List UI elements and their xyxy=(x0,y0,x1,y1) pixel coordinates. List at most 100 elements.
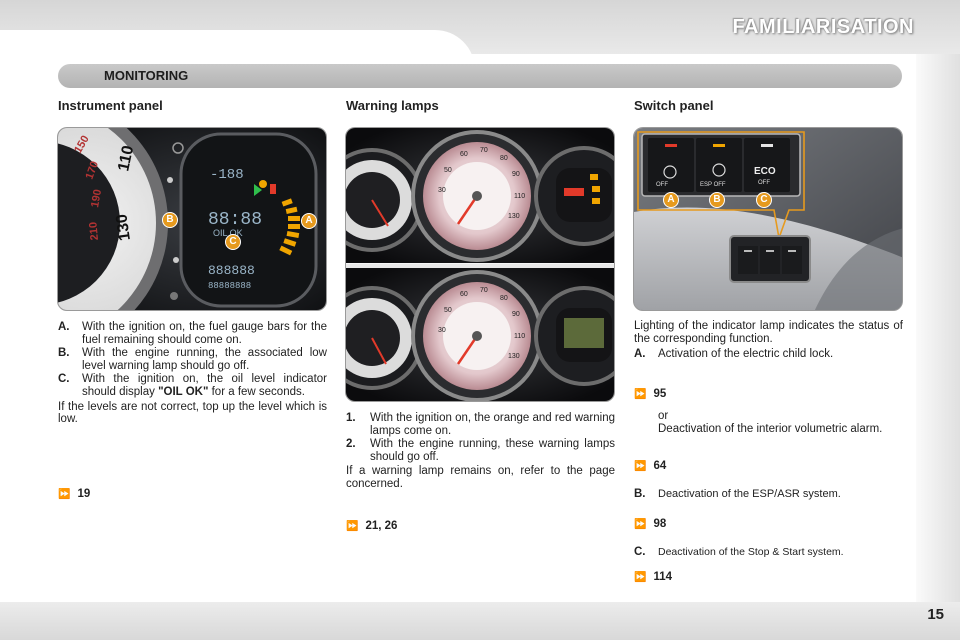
svg-text:888888: 888888 xyxy=(208,263,255,278)
warning-lamps-ref[interactable]: ⏩ 21, 26 xyxy=(346,520,397,532)
switch-panel-photo: OFF ESP OFF ECO OFF A B C xyxy=(633,127,903,311)
svg-text:70: 70 xyxy=(480,147,488,154)
footer-band xyxy=(0,602,960,640)
switch-panel-ref-a[interactable]: ⏩ 95 xyxy=(634,388,666,400)
list-item: A. Activation of the electric child lock… xyxy=(634,348,903,361)
switch-panel-alt-block: or Deactivation of the interior volumetr… xyxy=(658,410,903,435)
list-item: C. Deactivation of the Stop & Start syst… xyxy=(634,546,903,559)
double-arrow-right-icon: ⏩ xyxy=(346,521,359,532)
item-text: With the ignition on, the oil level indi… xyxy=(82,373,327,398)
switch-callout-b-badge: B xyxy=(709,192,725,208)
ref-page: 64 xyxy=(653,460,667,472)
switch-c-eco-label: ECO xyxy=(754,166,776,177)
item-text: With the ignition on, the fuel gauge bar… xyxy=(82,321,327,346)
oil-ok-display: OIL OK xyxy=(213,228,243,238)
double-arrow-right-icon: ⏩ xyxy=(634,461,647,472)
warning-lamps-note: If a warning lamp remains on, refer to t… xyxy=(346,465,615,490)
list-item: C. With the ignition on, the oil level i… xyxy=(58,373,327,398)
item-text: Deactivation of the ESP/ASR system. xyxy=(658,488,841,500)
svg-text:-188: -188 xyxy=(210,167,244,183)
switch-panel-item-b: B. Deactivation of the ESP/ASR system. xyxy=(634,488,903,502)
switch-panel-ref-b[interactable]: ⏩ 98 xyxy=(634,518,666,530)
svg-text:130: 130 xyxy=(113,213,134,242)
switch-b-label: ESP OFF xyxy=(700,182,726,188)
switch-panel-illustration: OFF ESP OFF ECO OFF xyxy=(634,128,902,310)
double-arrow-right-icon: ⏩ xyxy=(634,572,647,583)
svg-text:130: 130 xyxy=(508,353,520,360)
list-item: B. With the engine running, the associat… xyxy=(58,347,327,372)
switch-c-off-label: OFF xyxy=(758,180,770,186)
svg-text:130: 130 xyxy=(508,213,520,220)
svg-text:88:88: 88:88 xyxy=(208,210,262,230)
svg-text:50: 50 xyxy=(444,307,452,314)
switch-callout-c-badge: C xyxy=(756,192,772,208)
switch-a-off-label: OFF xyxy=(656,182,668,188)
switch-panel-intro-block: Lighting of the indicator lamp indicates… xyxy=(634,320,903,362)
ref-page: 95 xyxy=(653,388,667,400)
svg-text:170: 170 xyxy=(84,160,102,181)
instrument-panel-photo: 150 170 190 210 110 130 -188 88:88 88888… xyxy=(57,127,327,311)
svg-text:110: 110 xyxy=(115,144,137,173)
ref-page: 98 xyxy=(653,518,667,530)
page-edge xyxy=(916,54,960,602)
section-title: MONITORING xyxy=(104,68,189,83)
item-text: Activation of the electric child lock. xyxy=(658,348,834,361)
ref-page: 114 xyxy=(653,571,673,583)
instrument-panel-heading: Instrument panel xyxy=(58,98,163,113)
svg-text:110: 110 xyxy=(514,333,525,340)
item-label: 2. xyxy=(346,438,356,451)
double-arrow-right-icon: ⏩ xyxy=(634,389,647,400)
svg-text:80: 80 xyxy=(500,155,508,162)
svg-text:88888888: 88888888 xyxy=(208,281,251,291)
svg-text:30: 30 xyxy=(438,327,446,334)
item-label: 1. xyxy=(346,412,356,424)
instrument-panel-ref[interactable]: ⏩ 19 xyxy=(58,488,90,500)
svg-text:110: 110 xyxy=(514,193,525,200)
ref-page: 19 xyxy=(77,488,91,500)
warning-lamps-photo: 30 50 60 70 80 90 110 130 30 50 60 70 80 90 110 13… xyxy=(345,127,615,402)
svg-text:190: 190 xyxy=(89,188,104,208)
page-title: FAMILIARISATION xyxy=(732,16,914,38)
item-text: With the engine running, these warning l… xyxy=(370,438,615,463)
page-number: 15 xyxy=(927,606,944,623)
section-bar: MONITORING xyxy=(58,64,902,88)
list-item: 2. With the engine running, these warnin… xyxy=(346,438,615,463)
or-text: or xyxy=(658,410,669,422)
svg-text:210: 210 xyxy=(87,221,101,240)
list-item: 1. With the ignition on, the orange and … xyxy=(346,412,615,437)
instrument-panel-list: A. With the ignition on, the fuel gauge … xyxy=(58,321,327,426)
switch-panel-ref-alt[interactable]: ⏩ 64 xyxy=(634,460,666,472)
item-label: A. xyxy=(634,348,646,361)
alt-text: Deactivation of the interior volumetric … xyxy=(658,422,883,435)
double-arrow-right-icon: ⏩ xyxy=(58,489,71,500)
item-text-after: for a few seconds. xyxy=(211,385,305,398)
ref-page: 21, 26 xyxy=(365,520,398,532)
list-item: A. With the ignition on, the fuel gauge … xyxy=(58,321,327,346)
svg-text:90: 90 xyxy=(512,171,520,178)
svg-text:30: 30 xyxy=(438,187,446,194)
double-arrow-right-icon: ⏩ xyxy=(634,519,647,530)
item-label: C. xyxy=(634,546,646,558)
item-label: B. xyxy=(58,347,70,360)
warning-lamps-list: 1. With the ignition on, the orange and … xyxy=(346,412,615,491)
switch-panel-ref-c[interactable]: ⏩ 114 xyxy=(634,571,672,583)
item-text-before: With the ignition on, the oil level indi… xyxy=(82,373,327,398)
svg-text:60: 60 xyxy=(460,291,468,298)
item-label: C. xyxy=(58,373,70,386)
switch-panel-intro: Lighting of the indicator lamp indicates… xyxy=(634,320,903,345)
item-text: Deactivation of the Stop & Start system. xyxy=(658,546,844,558)
switch-panel-heading: Switch panel xyxy=(634,98,714,113)
item-label: A. xyxy=(58,321,70,333)
warning-lamps-heading: Warning lamps xyxy=(346,98,439,113)
item-text: With the engine running, the associated … xyxy=(82,347,327,372)
oil-ok-highlight: "OIL OK" xyxy=(158,385,209,398)
svg-text:50: 50 xyxy=(444,167,452,174)
warning-lamps-illustration: 30 50 60 70 80 90 110 130 30 50 60 70 80 90 110 13… xyxy=(346,128,614,401)
item-label: B. xyxy=(634,488,646,500)
svg-text:80: 80 xyxy=(500,295,508,302)
svg-text:90: 90 xyxy=(512,311,520,318)
header-tab xyxy=(0,30,475,70)
svg-text:60: 60 xyxy=(460,151,468,158)
instrument-panel-note: If the levels are not correct, top up th… xyxy=(58,400,327,426)
svg-text:70: 70 xyxy=(480,287,488,294)
